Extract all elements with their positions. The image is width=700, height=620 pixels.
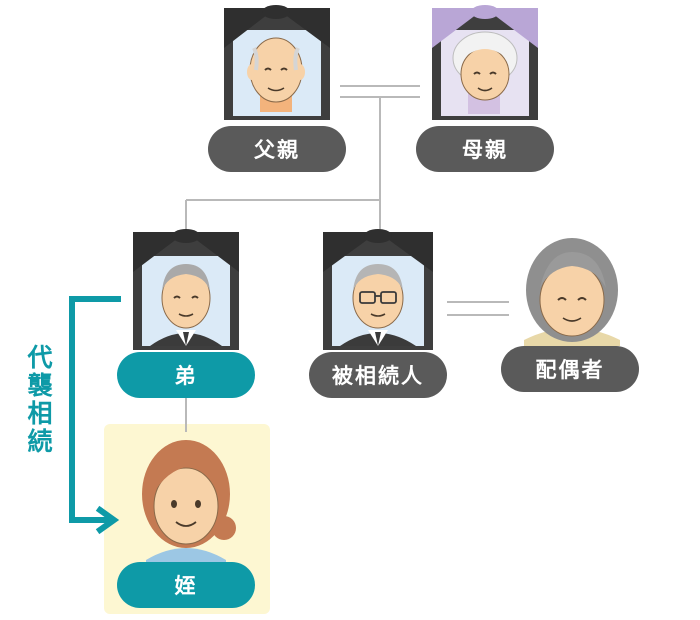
father-label: 父親 [208,126,346,172]
mother-label: 母親 [416,126,554,172]
representation-char-4: 続 [27,427,52,456]
representation-char-1: 代 [26,343,52,372]
spouse-label: 配偶者 [501,346,639,392]
deceased-label: 被相続人 [309,352,447,398]
representation-char-2: 襲 [27,371,53,400]
spouse-portrait [524,238,620,346]
nephew-portrait [142,440,236,566]
nephew-label: 姪 [117,562,255,608]
brother-label: 弟 [117,352,255,398]
mother-portrait [432,5,538,120]
deceased-label-text: 被相続人 [332,364,424,388]
mother-label-text: 母親 [462,138,508,162]
deceased-portrait [323,229,433,350]
representation-arrow [69,296,121,535]
representation-label: 代 襲 相 続 [26,343,53,456]
connector-lines [185,85,509,432]
nephew-label-text: 姪 [175,574,198,598]
father-portrait [224,5,330,120]
brother-portrait [133,229,239,350]
representation-char-3: 相 [27,399,52,428]
brother-label-text: 弟 [175,364,198,388]
father-label-text: 父親 [254,138,300,162]
spouse-label-text: 配偶者 [536,358,605,382]
